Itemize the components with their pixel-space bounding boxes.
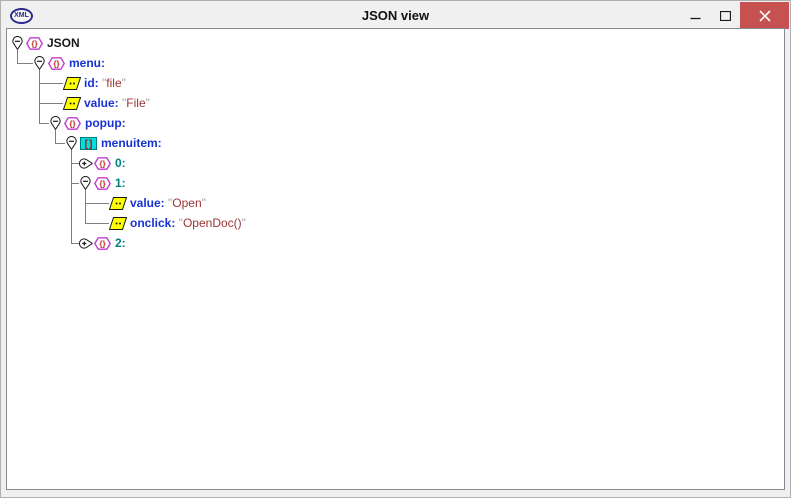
- tree-connector-line: [17, 50, 18, 64]
- tree-connector-line: [85, 203, 109, 204]
- tree-node-row[interactable]: onclick: "OpenDoc()": [7, 213, 784, 233]
- xml-app-icon: XML: [10, 7, 33, 24]
- tree-node-row[interactable]: {} 2:: [7, 233, 784, 253]
- node-label: menuitem:: [101, 136, 162, 150]
- property-node-icon: [63, 73, 81, 93]
- node-label: 0:: [115, 156, 126, 170]
- svg-text:{}: {}: [69, 119, 75, 128]
- close-icon: [758, 9, 771, 22]
- tree-node-row[interactable]: id: "file": [7, 73, 784, 93]
- object-node-icon: {}: [94, 233, 111, 253]
- object-node-icon: {}: [94, 153, 111, 173]
- maximize-button[interactable]: [710, 2, 740, 29]
- node-label: onclick:: [130, 216, 176, 230]
- node-text: 1:: [115, 173, 126, 193]
- tree-node-row[interactable]: value: "Open": [7, 193, 784, 213]
- node-label: 1:: [115, 176, 126, 190]
- minimize-icon: [690, 17, 700, 20]
- node-value: "OpenDoc()": [178, 216, 246, 230]
- collapse-toggle-icon[interactable]: [11, 33, 24, 53]
- svg-text:{}: {}: [99, 179, 105, 188]
- node-label: popup:: [85, 116, 126, 130]
- svg-text:{}: {}: [53, 59, 59, 68]
- property-node-icon: [109, 213, 127, 233]
- expand-toggle-icon[interactable]: [79, 233, 93, 253]
- node-value: "file": [102, 76, 126, 90]
- titlebar[interactable]: XML JSON view: [2, 2, 789, 29]
- node-text: menu:: [69, 53, 105, 73]
- tree-node-row[interactable]: value: "File": [7, 93, 784, 113]
- node-text: JSON: [47, 33, 80, 53]
- minimize-button[interactable]: [680, 2, 710, 29]
- node-text: 2:: [115, 233, 126, 253]
- svg-text:{}: {}: [31, 39, 37, 48]
- expand-toggle-icon[interactable]: [79, 153, 93, 173]
- node-label: value:: [130, 196, 165, 210]
- tree-node-row[interactable]: [] menuitem:: [7, 133, 784, 153]
- tree-connector-line: [39, 70, 40, 124]
- node-text: id: "file": [84, 73, 126, 93]
- maximize-icon: [719, 10, 731, 21]
- tree-connector-line: [39, 103, 63, 104]
- tree-connector-line: [55, 143, 65, 144]
- object-node-icon: {}: [48, 53, 65, 73]
- tree-connector-line: [71, 150, 72, 244]
- property-node-icon: [63, 93, 81, 113]
- tree-node-row[interactable]: {} JSON: [7, 33, 784, 53]
- node-text: value: "File": [84, 93, 150, 113]
- tree-connector-line: [71, 183, 79, 184]
- collapse-toggle-icon[interactable]: [65, 133, 78, 153]
- collapse-toggle-icon[interactable]: [79, 173, 92, 193]
- collapse-toggle-icon[interactable]: [33, 53, 46, 73]
- object-node-icon: {}: [64, 113, 81, 133]
- window-title: JSON view: [361, 8, 430, 23]
- close-button[interactable]: [740, 2, 789, 29]
- xml-app-icon-label: XML: [14, 12, 29, 19]
- tree-connector-line: [71, 163, 79, 164]
- array-node-icon: []: [80, 133, 97, 153]
- tree-node-row[interactable]: {} 0:: [7, 153, 784, 173]
- svg-text:[]: []: [85, 139, 94, 150]
- tree-connector-line: [85, 190, 86, 224]
- svg-text:{}: {}: [99, 239, 105, 248]
- node-label: value:: [84, 96, 119, 110]
- node-text: 0:: [115, 153, 126, 173]
- tree-connector-line: [85, 223, 109, 224]
- collapse-toggle-icon[interactable]: [49, 113, 62, 133]
- tree-connector-line: [39, 83, 63, 84]
- node-value: "Open": [168, 196, 206, 210]
- tree-node-row[interactable]: {} popup:: [7, 113, 784, 133]
- node-text: value: "Open": [130, 193, 206, 213]
- tree-connector-line: [39, 123, 49, 124]
- node-text: onclick: "OpenDoc()": [130, 213, 246, 233]
- node-label: id:: [84, 76, 99, 90]
- window-controls: [680, 2, 789, 29]
- object-node-icon: {}: [94, 173, 111, 193]
- node-value: "File": [122, 96, 150, 110]
- tree-node-row[interactable]: {} 1:: [7, 173, 784, 193]
- property-node-icon: [109, 193, 127, 213]
- object-node-icon: {}: [26, 33, 43, 53]
- tree-connector-line: [55, 130, 56, 144]
- json-tree-panel[interactable]: {}JSON{}menu:id: "file"value: "File"{}po…: [6, 28, 785, 490]
- node-label: menu:: [69, 56, 105, 70]
- tree-connector-line: [17, 63, 33, 64]
- node-text: menuitem:: [101, 133, 162, 153]
- node-label: 2:: [115, 236, 126, 250]
- node-text: popup:: [85, 113, 126, 133]
- tree-node-row[interactable]: {} menu:: [7, 53, 784, 73]
- svg-text:{}: {}: [99, 159, 105, 168]
- tree-connector-line: [71, 243, 79, 244]
- node-label: JSON: [47, 36, 80, 50]
